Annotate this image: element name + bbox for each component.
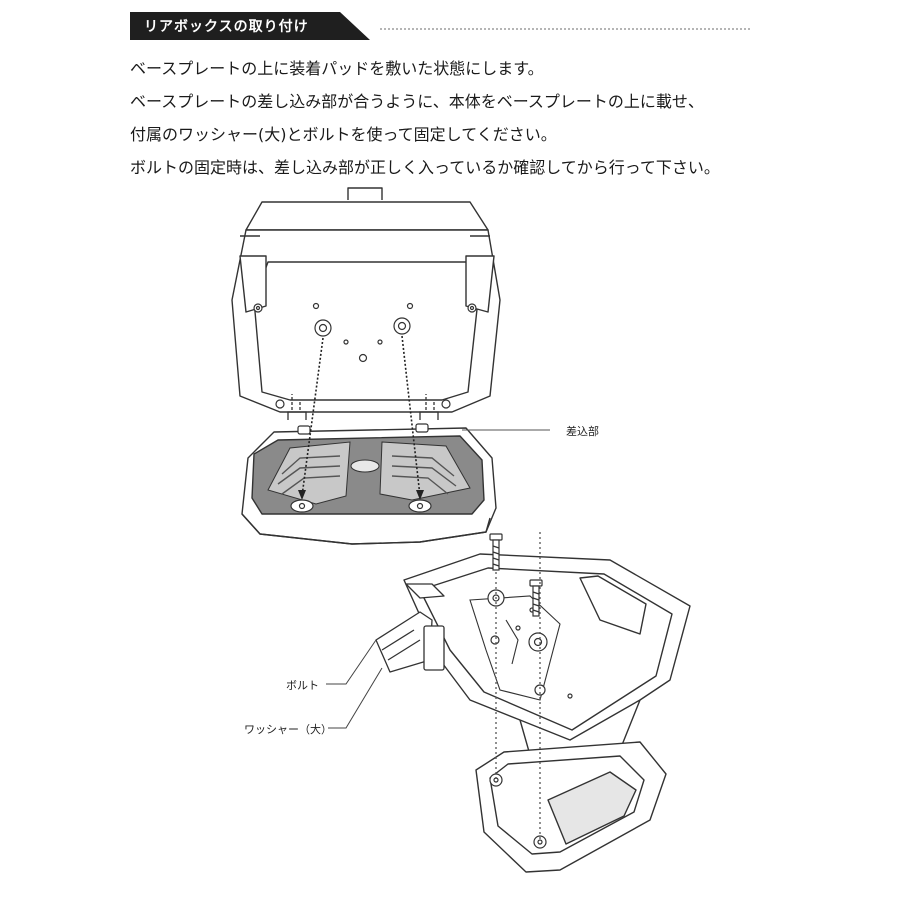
section-title: リアボックスの取り付け	[144, 19, 309, 35]
alignment-guides-top	[301, 335, 421, 497]
section-header: リアボックスの取り付け	[130, 12, 770, 42]
label-bolt: ボルト	[286, 679, 319, 692]
instruction-line-3: 付属のワッシャー(大)とボルトを使って固定してください。	[130, 125, 557, 144]
rear-box-insert-tabs	[287, 394, 439, 420]
detail-holes	[487, 589, 573, 849]
header-dotted-rule	[380, 28, 750, 30]
latch-mechanism	[375, 583, 445, 673]
instruction-line-2: ベースプレートの差し込み部が合うように、本体をベースプレートの上に載せ、	[130, 92, 704, 111]
rear-box-holes	[253, 302, 477, 409]
bolt-icon	[489, 533, 543, 617]
detail-box-outline	[403, 553, 691, 791]
guide-arrowheads	[298, 490, 424, 500]
instruction-text: ベースプレートの上に装着パッドを敷いた状態にします。 ベースプレートの差し込み部…	[130, 52, 850, 184]
label-washer: ワッシャー（大）	[244, 723, 332, 736]
label-leaders	[326, 639, 383, 729]
base-plate-holes	[290, 423, 432, 513]
header-bar: リアボックスの取り付け	[130, 12, 370, 40]
label-insertion: 差込部	[566, 425, 599, 438]
instruction-line-1: ベースプレートの上に装着パッドを敷いた状態にします。	[130, 59, 544, 78]
rear-box-body	[231, 187, 501, 413]
alignment-guides-bottom	[495, 532, 541, 842]
instruction-line-4: ボルトの固定時は、差し込み部が正しく入っているか確認してから行って下さい。	[130, 158, 720, 177]
detail-inner-panel	[469, 595, 561, 701]
detail-plate	[475, 741, 667, 873]
